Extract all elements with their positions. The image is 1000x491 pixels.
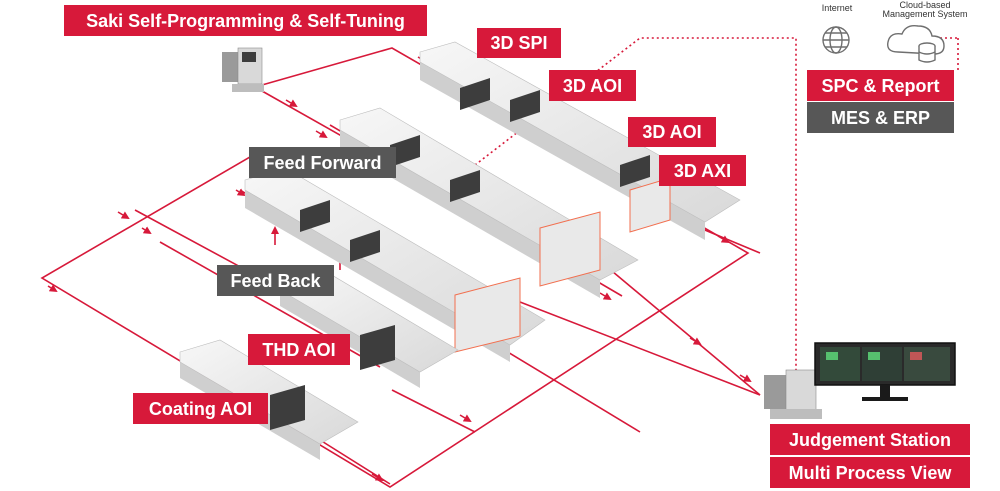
cloud-database-icon [887,24,945,63]
label-mes-erp: MES & ERP [807,102,954,133]
page-title: Saki Self-Programming & Self-Tuning [64,5,427,36]
label-multi-process-view: Multi Process View [770,457,970,488]
label-cloud-system: Cloud-based Management System [872,0,978,20]
label-judgement-station: Judgement Station [770,424,970,455]
production-line-2 [339,107,639,298]
label-cloud-line2: Management System [882,9,968,20]
label-internet: Internet [821,3,853,13]
label-3d-axi: 3D AXI [659,155,746,186]
judgement-workstation [764,369,822,419]
monitor [814,342,956,401]
operator-workstation [222,47,264,92]
label-cloud-line1: Cloud-based [899,0,951,10]
label-3d-aoi-mid: 3D AOI [628,117,716,147]
label-coating-aoi: Coating AOI [133,393,268,424]
globe-icon [822,26,850,54]
label-3d-aoi-top: 3D AOI [549,70,636,101]
flow-arrows [47,56,752,482]
label-3d-spi: 3D SPI [477,28,561,58]
production-line-3 [244,167,546,362]
label-feed-back: Feed Back [217,265,334,296]
label-feed-forward: Feed Forward [249,147,396,178]
label-thd-aoi: THD AOI [248,334,350,365]
label-spc-report: SPC & Report [807,70,954,101]
